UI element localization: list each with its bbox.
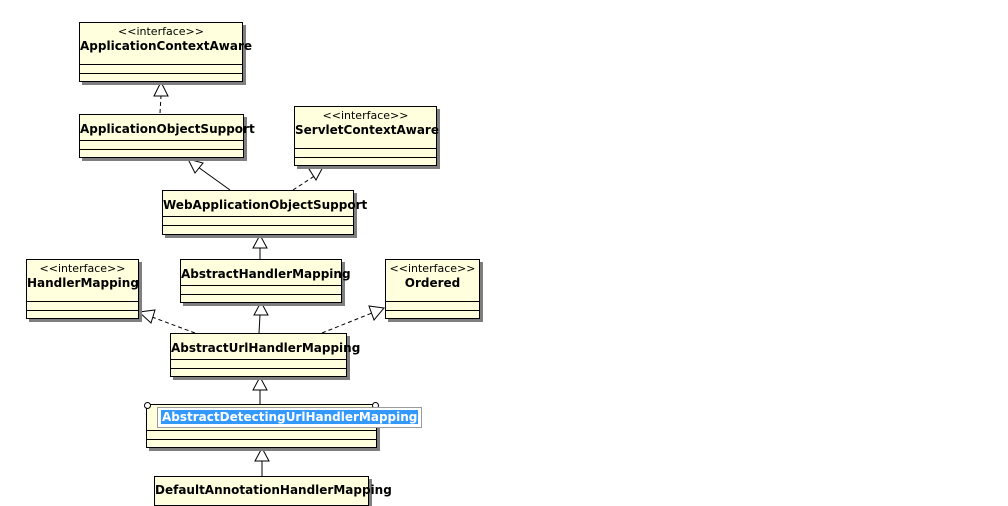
generalization-arrowhead — [254, 446, 270, 462]
attributes-divider — [386, 301, 479, 302]
realization-arrowhead — [153, 80, 169, 97]
class-name-edit-field[interactable]: AbstractDetectingUrlHandlerMapping — [157, 407, 423, 428]
relationship-lines — [137, 80, 385, 476]
class-name: AbstractHandlerMapping — [181, 267, 351, 281]
class-box-servlet-context-aware[interactable]: <<interface>> ServletContextAware — [294, 106, 439, 166]
operations-divider — [181, 294, 341, 295]
operations-divider — [386, 310, 479, 311]
generalization-edge — [258, 314, 261, 334]
operations-divider — [80, 73, 242, 74]
operations-divider — [171, 368, 346, 369]
stereotype-label: <<interface>> — [118, 25, 204, 38]
class-name: ServletContextAware — [295, 123, 439, 137]
realization-arrowhead — [368, 305, 385, 321]
class-name: ApplicationContextAware — [80, 39, 253, 53]
realization-arrowhead — [137, 309, 156, 324]
class-name: Ordered — [404, 276, 461, 290]
generalization-arrowhead — [253, 300, 269, 316]
realization-edge — [292, 174, 317, 191]
class-box-ordered[interactable]: <<interface>> Ordered — [385, 259, 480, 319]
class-name: HandlerMapping — [27, 276, 139, 290]
class-box-web-application-object-support[interactable]: WebApplicationObjectSupport — [162, 190, 368, 235]
class-name: DefaultAnnotationHandlerMapping — [155, 483, 392, 497]
generalization-arrowhead — [252, 375, 268, 391]
selected-class-name: AbstractDetectingUrlHandlerMapping — [161, 410, 419, 424]
attributes-divider — [171, 359, 346, 360]
realization-edge — [151, 316, 196, 334]
class-box-application-object-support[interactable]: ApplicationObjectSupport — [79, 114, 255, 158]
class-box-abstract-url-handler-mapping[interactable]: AbstractUrlHandlerMapping — [170, 333, 361, 377]
stereotype-label: <<interface>> — [389, 262, 476, 275]
operations-divider — [147, 439, 376, 440]
attributes-divider — [181, 285, 341, 286]
operations-divider — [27, 310, 138, 311]
class-box-abstract-detecting-url-handler-mapping[interactable]: AbstractDetectingUrlHandlerMapping — [144, 402, 423, 448]
realization-arrowhead — [308, 164, 325, 181]
operations-divider — [163, 225, 353, 226]
class-box-handler-mapping[interactable]: <<interface>> HandlerMapping — [26, 259, 139, 319]
stereotype-label: <<interface>> — [322, 109, 409, 122]
attributes-divider — [80, 140, 243, 141]
attributes-divider — [163, 216, 353, 217]
class-box-application-context-aware[interactable]: <<interface>> ApplicationContextAware — [79, 22, 253, 82]
operations-divider — [295, 157, 436, 158]
uml-class-diagram: <<interface>> ApplicationContextAware Ap… — [26, 22, 480, 506]
generalization-edge — [197, 166, 231, 191]
attributes-divider — [27, 301, 138, 302]
operations-divider — [80, 149, 243, 150]
attributes-divider — [80, 64, 242, 65]
class-name: ApplicationObjectSupport — [80, 122, 255, 136]
generalization-arrowhead — [187, 158, 204, 174]
stereotype-label: <<interface>> — [39, 262, 126, 275]
generalization-arrowhead — [252, 233, 268, 249]
selection-handle[interactable] — [144, 402, 151, 409]
class-box-abstract-handler-mapping[interactable]: AbstractHandlerMapping — [180, 259, 351, 303]
attributes-divider — [147, 430, 376, 431]
class-box-default-annotation-handler-mapping[interactable]: DefaultAnnotationHandlerMapping — [154, 476, 392, 506]
class-name: AbstractUrlHandlerMapping — [171, 341, 361, 355]
realization-edge — [159, 95, 162, 114]
realization-edge — [321, 312, 373, 334]
attributes-divider — [295, 148, 436, 149]
class-name: WebApplicationObjectSupport — [163, 198, 368, 212]
